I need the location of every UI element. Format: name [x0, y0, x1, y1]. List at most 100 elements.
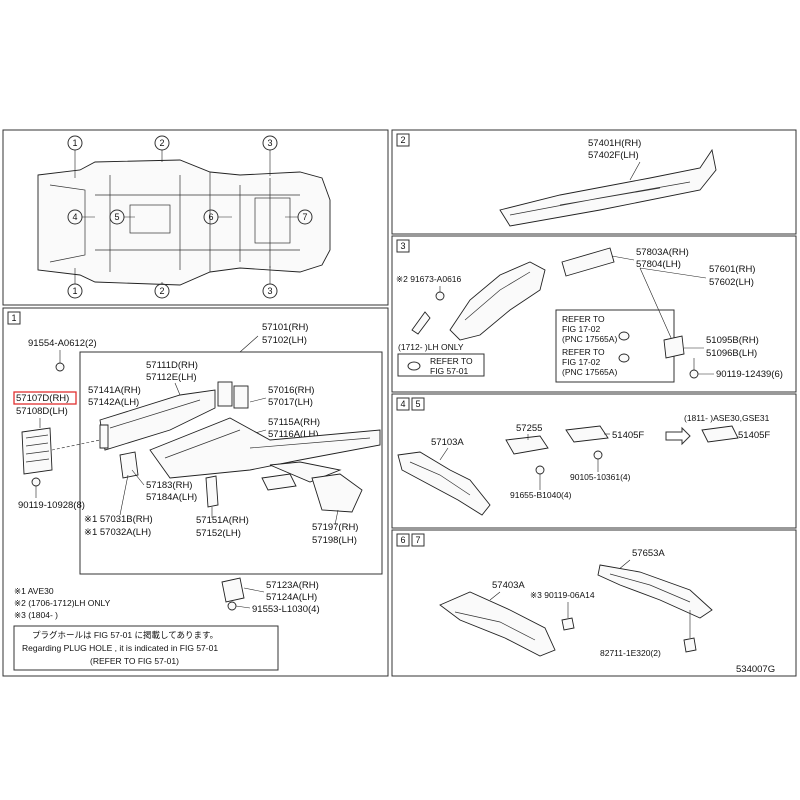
- section-1-number: 1: [11, 313, 16, 323]
- label-90105: 90105-10361(4): [570, 472, 631, 482]
- apron-57803A: [449, 247, 615, 341]
- label-57198: 57198(LH): [312, 535, 357, 546]
- label-57142A: 57142A(LH): [88, 397, 139, 408]
- bolt-91553: [227, 601, 237, 611]
- label-57103A: 57103A: [431, 437, 464, 448]
- overview-markers: 1 2 3 4 5 6 7 1 2 3: [67, 135, 313, 299]
- section-2-number: 2: [400, 135, 405, 145]
- marker-3-bottom: 3: [267, 286, 272, 296]
- refer-b-line3: (PNC 17565A): [562, 367, 617, 377]
- label-57151A: 57151A(RH): [196, 515, 249, 526]
- section-1-badge: [7, 311, 21, 325]
- label-390119: ※3 90119-06A14: [530, 590, 595, 600]
- panel-57403A: [439, 591, 556, 657]
- refer-57-01-line1: REFER TO: [430, 356, 473, 366]
- note-3: ※3 (1804- ): [14, 610, 58, 620]
- figure-id: 534007G: [736, 664, 775, 675]
- marker-1-top: 1: [72, 138, 77, 148]
- label-57112E: 57112E(LH): [146, 372, 197, 383]
- section-4-badge: [396, 397, 410, 411]
- refer-57-01-line2: FIG 57-01: [430, 366, 469, 376]
- plug-hole-note-jp: プラグホールは FIG 57-01 に掲載してあります。: [32, 630, 218, 640]
- refer-a-line2: FIG 17-02: [562, 324, 601, 334]
- section-3-frame: [391, 235, 797, 393]
- label-57031B: ※1 57031B(RH): [84, 514, 153, 525]
- refer-a-line1: REFER TO: [562, 314, 605, 324]
- plug-hole-icon: [407, 361, 421, 371]
- section-3-number: 3: [400, 241, 405, 251]
- marker-6: 6: [208, 212, 213, 222]
- section-2-badge: [396, 133, 410, 147]
- label-91655: 91655-B1040(4): [510, 490, 572, 500]
- bolt-90105: [593, 450, 603, 460]
- label-57123A: 57123A(RH): [266, 580, 319, 591]
- plug-hole-refer: (REFER TO FIG 57-01): [90, 656, 179, 666]
- plug-hole-note-en: Regarding PLUG HOLE , it is indicated in…: [22, 643, 218, 653]
- label-lh-only: (1712- )LH ONLY: [398, 342, 464, 352]
- label-57124A: 57124A(LH): [266, 592, 317, 603]
- label-57141A: 57141A(RH): [88, 385, 141, 396]
- marker-2-top: 2: [159, 138, 164, 148]
- section-5-badge: [411, 397, 425, 411]
- label-57107D: 57107D(RH): [16, 393, 69, 404]
- bracket-57123A: [221, 577, 245, 603]
- label-57403A: 57403A: [492, 580, 525, 591]
- label-57402F: 57402F(LH): [588, 150, 639, 161]
- grommet-b: [618, 353, 630, 363]
- bolt-291673: [435, 291, 445, 301]
- grommet-a: [618, 331, 630, 341]
- plate-small: [261, 473, 297, 491]
- label-51405F-a: 51405F: [612, 430, 644, 441]
- label-57152: 57152(LH): [196, 528, 241, 539]
- marker-3-top: 3: [267, 138, 272, 148]
- clip-82711: [683, 637, 697, 653]
- side-member-57101: [99, 381, 381, 483]
- bolt-90119: [31, 477, 41, 487]
- section-4-number: 4: [400, 399, 405, 409]
- section-3-badge: [396, 239, 410, 253]
- bracket-51405F-b: [701, 425, 739, 443]
- marker-2-bottom: 2: [159, 286, 164, 296]
- bolt-91554: [55, 362, 65, 372]
- section-1-frame: [2, 307, 389, 677]
- marker-5: 5: [114, 212, 119, 222]
- section-7-number: 7: [415, 535, 420, 545]
- label-51096B: 51096B(LH): [706, 348, 757, 359]
- label-57653A: 57653A: [632, 548, 665, 559]
- bracket-57107D: [21, 427, 53, 475]
- highlight-57107D: [13, 391, 77, 405]
- arrow-icon: [665, 426, 691, 446]
- bracket-57255: [505, 435, 549, 455]
- plug-hole-note-box: [13, 625, 279, 671]
- section-6-number: 6: [400, 535, 405, 545]
- section-45-frame: [391, 393, 797, 529]
- label-57016: 57016(RH): [268, 385, 314, 396]
- refer-b-line2: FIG 17-02: [562, 357, 601, 367]
- marker-4: 4: [72, 212, 77, 222]
- section-1-inner-box: [79, 351, 383, 575]
- section-6-badge: [396, 533, 410, 547]
- label-57401H: 57401H(RH): [588, 138, 641, 149]
- bracket-51095B: [663, 335, 685, 359]
- label-57184A: 57184A(LH): [146, 492, 197, 503]
- label-90119-10928: 90119-10928(8): [18, 500, 85, 511]
- label-57108D: 57108D(LH): [16, 406, 68, 417]
- label-57101: 57101(RH): [262, 322, 308, 333]
- label-51095B: 51095B(RH): [706, 335, 759, 346]
- panel-57653A: [597, 564, 713, 619]
- section-2-frame: [391, 129, 797, 235]
- label-57197: 57197(RH): [312, 522, 358, 533]
- bracket-57197: [311, 473, 363, 513]
- section-5-number: 5: [415, 399, 420, 409]
- label-57111D: 57111D(RH): [146, 360, 198, 371]
- refer-a-line3: (PNC 17565A): [562, 334, 617, 344]
- label-91554: 91554-A0612(2): [28, 338, 97, 349]
- bolt-91655: [535, 465, 545, 475]
- bracket-51405F-a: [565, 425, 609, 443]
- label-57115A: 57115A(RH): [268, 417, 320, 428]
- label-51405F-b: 51405F: [738, 430, 770, 441]
- overview-frame: [2, 129, 389, 306]
- label-57803A: 57803A(RH): [636, 247, 689, 258]
- rocker-panel-57401H: [499, 148, 717, 227]
- section-7-badge: [411, 533, 425, 547]
